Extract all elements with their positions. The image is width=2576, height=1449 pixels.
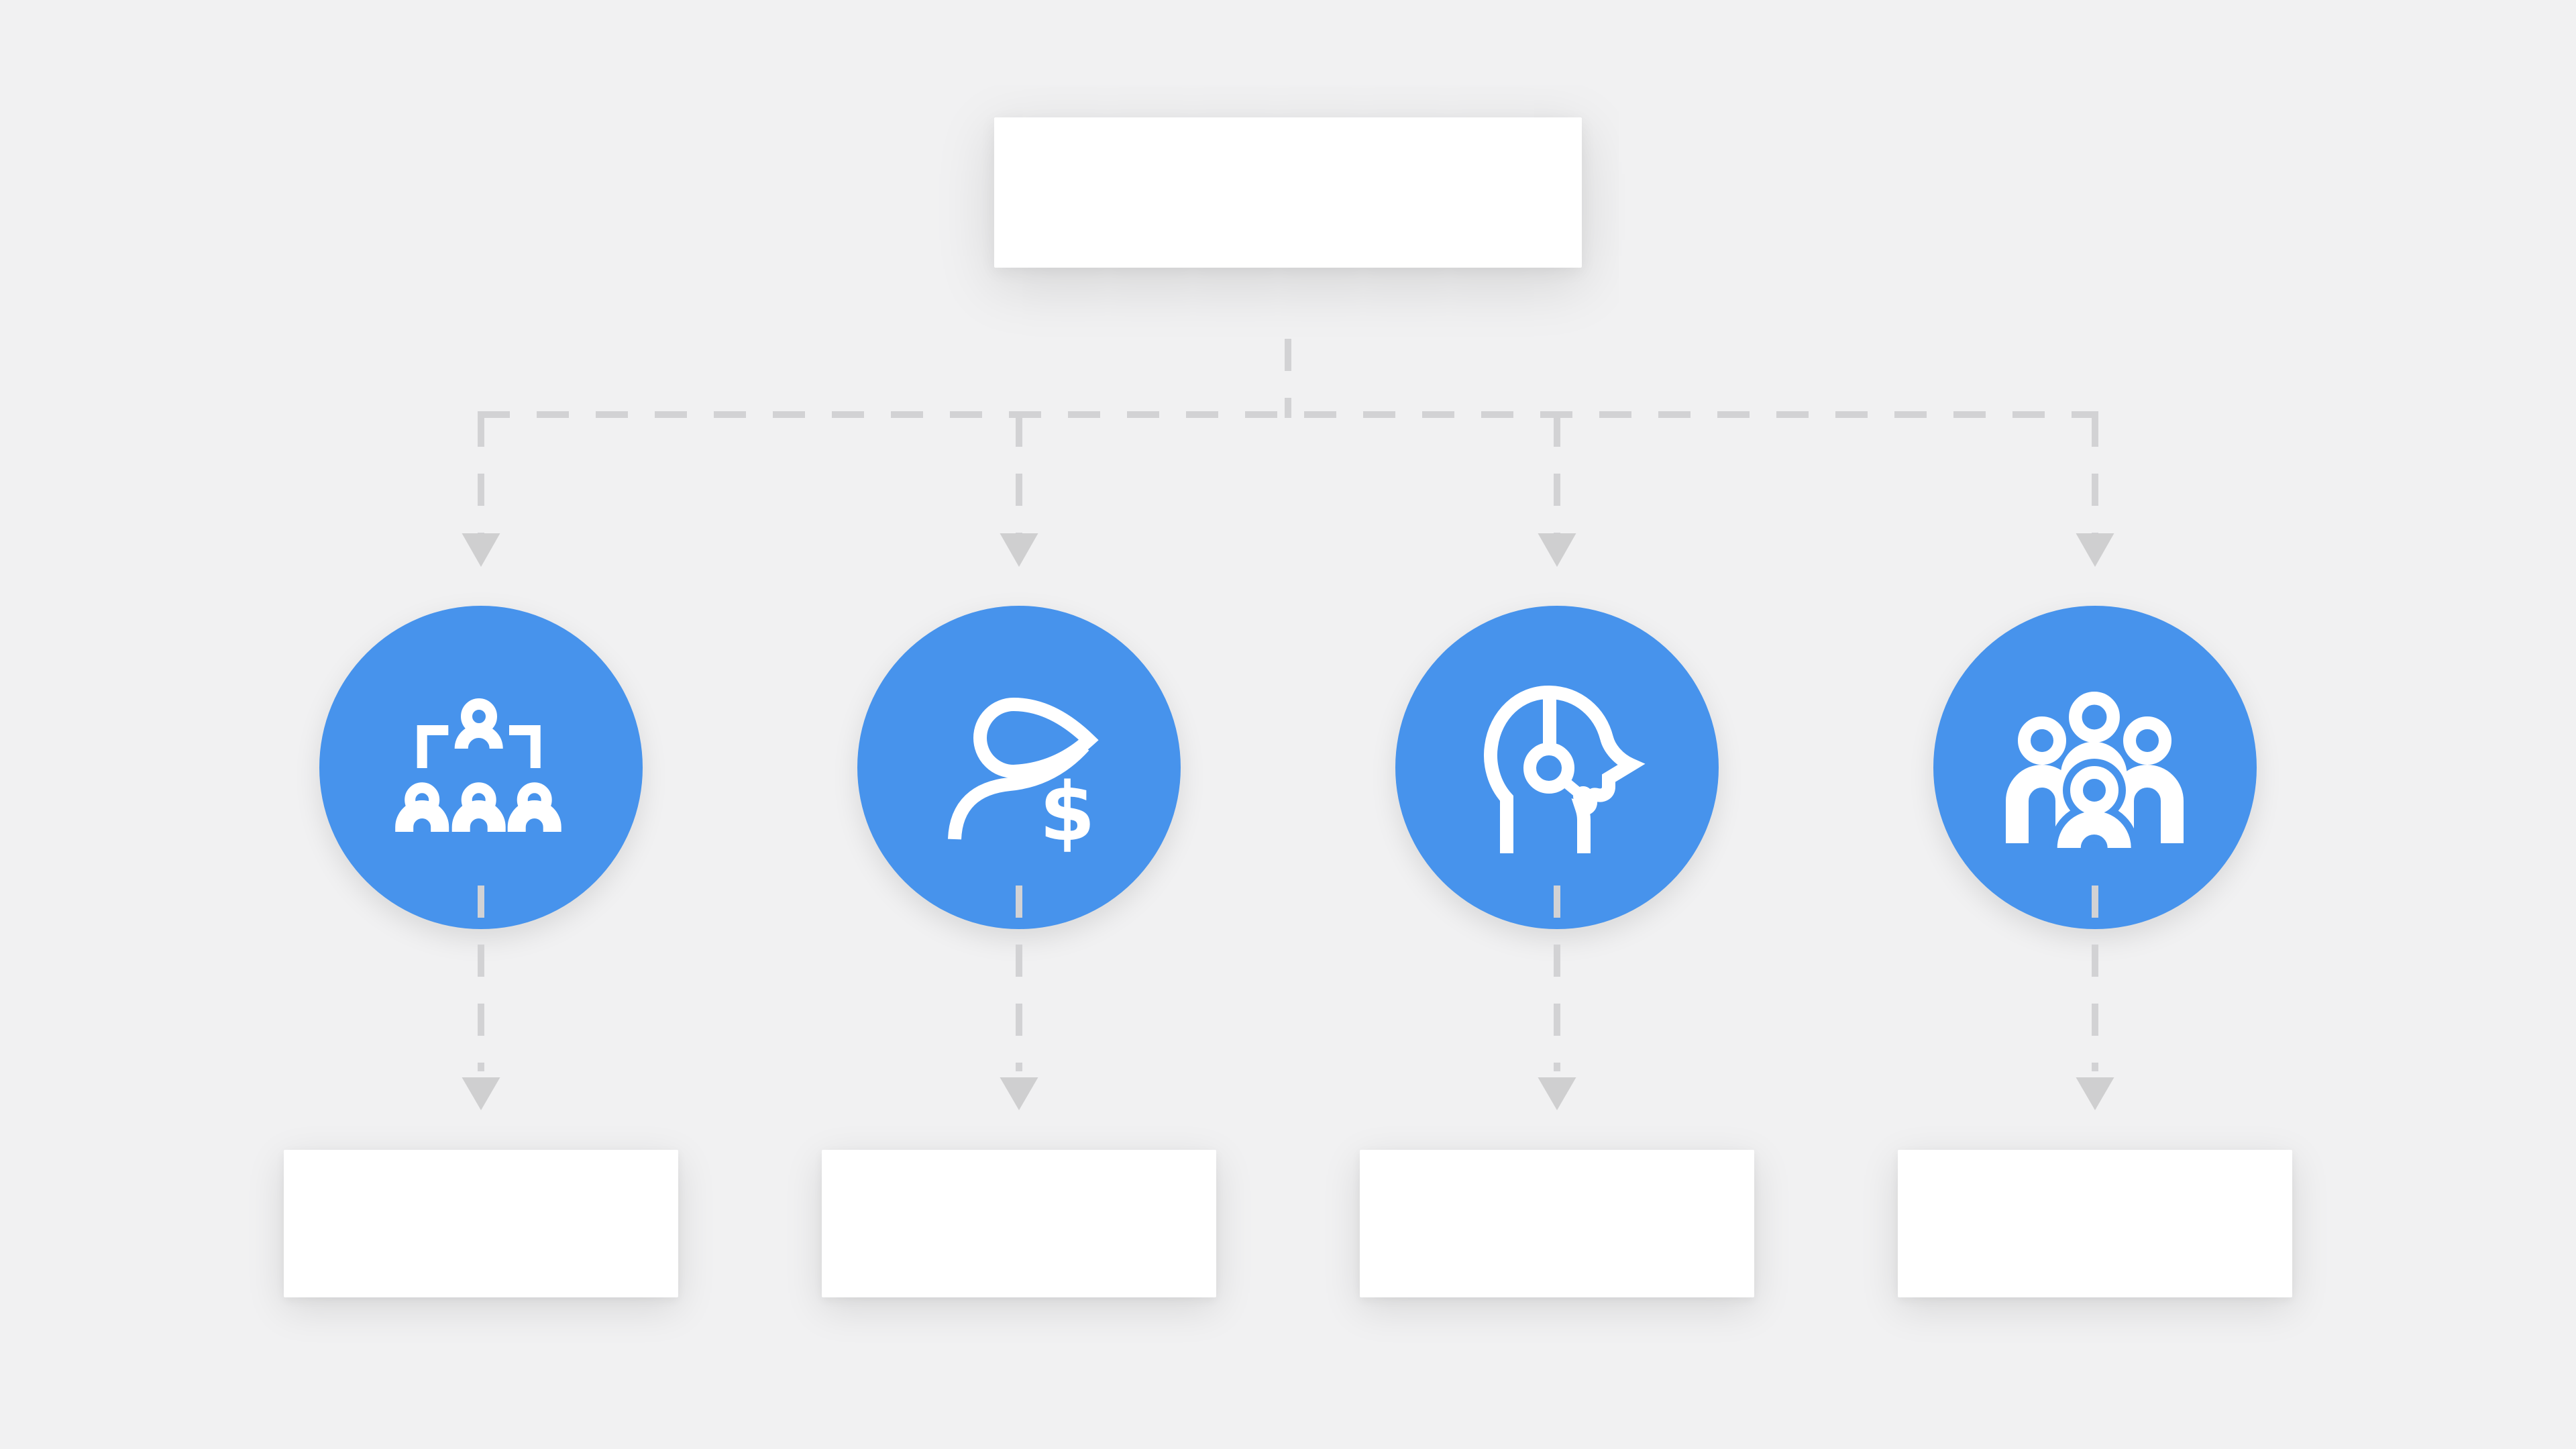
arrowhead-down-icon <box>2076 533 2114 567</box>
arrowhead-down-icon <box>462 1077 500 1110</box>
leaf-node-box-1 <box>284 1150 678 1297</box>
support-agent-headset-icon <box>1484 685 1646 853</box>
root-node-box <box>994 117 1582 268</box>
arrowhead-down-icon <box>2076 1077 2114 1110</box>
salesperson-dollar-icon: $ <box>948 697 1099 859</box>
arrowhead-down-icon <box>1538 533 1576 567</box>
org-chart-icon <box>395 698 561 832</box>
leaf-node-box-3 <box>1360 1150 1754 1297</box>
branch-node-1 <box>319 606 643 929</box>
branch-node-3 <box>1395 606 1719 929</box>
arrowhead-down-icon <box>1000 1077 1038 1110</box>
leaf-node-box-4 <box>1898 1150 2292 1297</box>
leaf-node-box-2 <box>822 1150 1216 1297</box>
branch-node-4 <box>1933 606 2257 929</box>
dollar-glyph: $ <box>1039 766 1095 859</box>
arrowhead-down-icon <box>462 533 500 567</box>
branch-node-2: $ <box>857 606 1181 929</box>
arrowhead-down-icon <box>1538 1077 1576 1110</box>
team-group-icon <box>2006 692 2184 849</box>
arrowhead-down-icon <box>1000 533 1038 567</box>
